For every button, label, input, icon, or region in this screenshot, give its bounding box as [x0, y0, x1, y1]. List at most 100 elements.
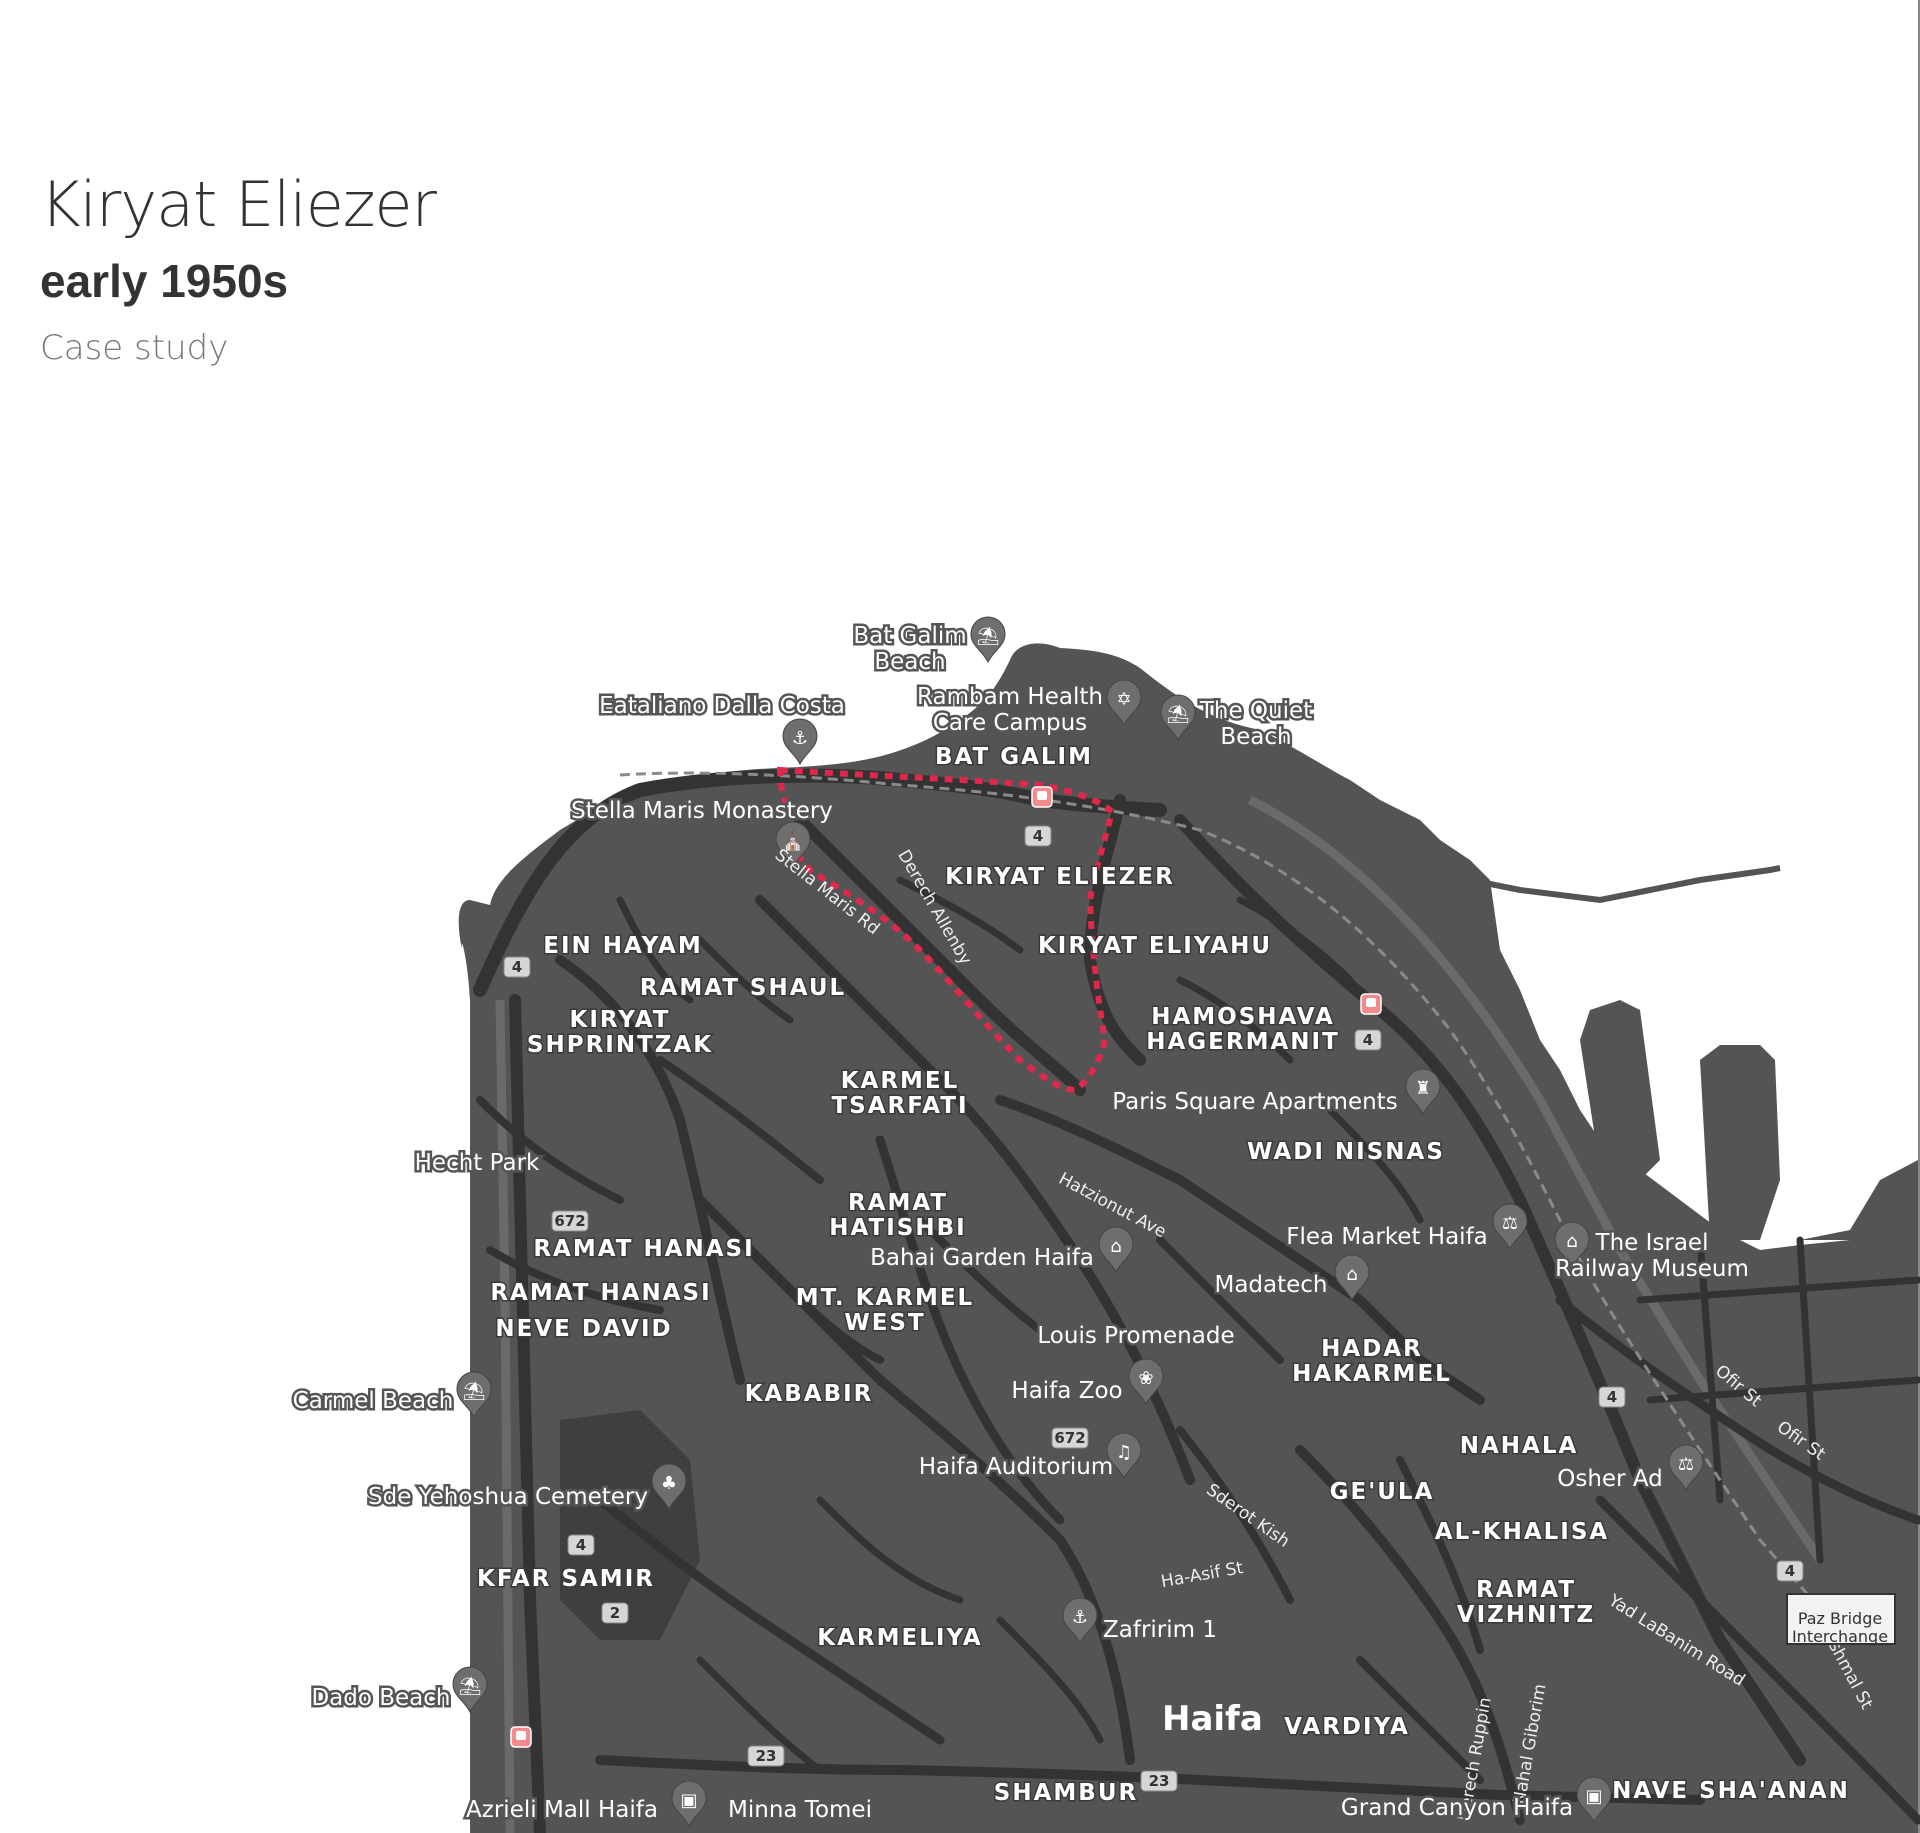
svg-text:⌂: ⌂: [1346, 1264, 1357, 1285]
svg-text:4: 4: [1363, 1031, 1373, 1049]
header: Kiryat Eliezer early 1950s Case study: [40, 168, 437, 369]
poi-label-azrieli-mall[interactable]: Azrieli Mall Haifa: [464, 1795, 661, 1826]
poi-label-haifa-auditorium[interactable]: Haifa Auditorium: [916, 1452, 1116, 1483]
shopping-cart-icon[interactable]: ⚖: [1668, 1444, 1704, 1492]
museum-icon[interactable]: ⌂: [1334, 1254, 1370, 1302]
poi-label-stella-maris[interactable]: Stella Maris Monastery: [569, 796, 836, 827]
svg-text:▣: ▣: [1585, 1786, 1602, 1807]
shopping-bag-icon[interactable]: ▣: [671, 1780, 707, 1828]
poi-label-minna-tomei[interactable]: Minna Tomei: [726, 1795, 875, 1826]
beach-icon[interactable]: ⛱: [456, 1371, 492, 1419]
poi-label-dado-beach[interactable]: Dado Beach: [309, 1683, 453, 1714]
district-label-neve-david: NEVE DAVID: [495, 1316, 672, 1342]
train-station-icon[interactable]: [510, 1726, 532, 1748]
restaurant-icon[interactable]: ⚓: [1062, 1597, 1098, 1645]
railway-line: [619, 771, 1832, 1621]
temple-icon[interactable]: ⌂: [1098, 1226, 1134, 1274]
building-icon[interactable]: ♜: [1405, 1068, 1441, 1116]
poi-label-eataliano[interactable]: Eataliano Dalla Costa: [597, 691, 848, 722]
svg-text:⛪: ⛪: [782, 830, 804, 852]
poi-label-paris-square[interactable]: Paris Square Apartments: [1110, 1087, 1400, 1118]
restaurant-icon[interactable]: ⚓: [782, 718, 818, 766]
beach-icon[interactable]: ⛱: [1160, 694, 1196, 742]
district-label-geula: GE'ULA: [1330, 1479, 1435, 1505]
road-network: [473, 768, 1920, 1833]
poi-label-haifa-zoo[interactable]: Haifa Zoo: [1009, 1376, 1125, 1407]
district-label-al-khalisa: AL-KHALISA: [1435, 1519, 1609, 1545]
route-shield: 4: [1024, 825, 1052, 847]
svg-text:672: 672: [554, 1212, 585, 1230]
svg-text:⛱: ⛱: [459, 1676, 482, 1697]
shopping-cart-icon[interactable]: ⚖: [1492, 1203, 1528, 1251]
poi-label-bahai-garden[interactable]: Bahai Garden Haifa: [868, 1243, 1097, 1274]
route-shield: 4: [503, 956, 531, 978]
train-station-icon[interactable]: [1031, 786, 1053, 808]
svg-text:⚖: ⚖: [1502, 1213, 1518, 1234]
district-label-bat-galim: BAT GALIM: [935, 744, 1093, 770]
interchange-box: [1786, 1593, 1896, 1645]
page-edge-divider: [1918, 0, 1920, 1833]
beach-icon[interactable]: ⛱: [970, 616, 1006, 664]
train-station-icon[interactable]: [1360, 993, 1382, 1015]
district-label-ramat-hanasi-2: RAMAT HANASI: [490, 1280, 711, 1306]
district-label-karmeliya: KARMELIYA: [817, 1625, 982, 1651]
route-shield: 4: [567, 1534, 595, 1556]
poi-label-flea-market[interactable]: Flea Market Haifa: [1284, 1222, 1491, 1253]
tree-icon[interactable]: ♣: [651, 1463, 687, 1511]
district-label-nahala: NAHALA: [1460, 1433, 1579, 1459]
page-title: Kiryat Eliezer: [40, 168, 437, 241]
svg-text:♣: ♣: [661, 1473, 677, 1494]
poi-label-carmel-beach[interactable]: Carmel Beach: [290, 1386, 456, 1417]
svg-text:672: 672: [1054, 1429, 1085, 1447]
svg-text:4: 4: [512, 958, 522, 976]
music-icon[interactable]: ♫: [1106, 1432, 1142, 1480]
route-shield: 4: [1354, 1029, 1382, 1051]
svg-text:▣: ▣: [680, 1790, 697, 1811]
svg-text:✡: ✡: [1116, 689, 1131, 710]
svg-text:⛱: ⛱: [1167, 704, 1190, 725]
district-label-nave-shaanan: NAVE SHA'ANAN: [1612, 1778, 1850, 1804]
paw-icon[interactable]: ❀: [1128, 1358, 1164, 1406]
poi-label-grand-canyon[interactable]: Grand Canyon Haifa: [1338, 1793, 1575, 1824]
map-icons: ⛱ ⚓ ✡ ⛱ ⛪ ♜ ⚖ ⌂ ⌂ ⌂ ❀ ⛱ ♫ ⚖ ♣ ⚓ ⛱ ▣ ▣: [452, 616, 1704, 1828]
svg-text:♜: ♜: [1415, 1078, 1431, 1099]
svg-text:♫: ♫: [1116, 1442, 1132, 1463]
poi-label-hecht-park[interactable]: Hecht Park: [412, 1148, 542, 1179]
poi-label-osher-ad[interactable]: Osher Ad: [1555, 1464, 1666, 1495]
route-shield: 23: [1140, 1770, 1178, 1792]
svg-text:23: 23: [1149, 1772, 1170, 1790]
church-icon[interactable]: ⛪: [775, 821, 811, 869]
beach-icon[interactable]: ⛱: [452, 1666, 488, 1714]
poi-label-zafririm[interactable]: Zafririm 1: [1101, 1615, 1220, 1646]
svg-text:⛱: ⛱: [463, 1381, 486, 1402]
district-label-ramat-shaul: RAMAT SHAUL: [640, 975, 846, 1001]
svg-text:4: 4: [1785, 1562, 1795, 1580]
district-label-vardiya: VARDIYA: [1284, 1714, 1410, 1740]
star-of-david-icon[interactable]: ✡: [1106, 679, 1142, 727]
svg-text:4: 4: [1033, 827, 1043, 845]
port-pier: [1760, 1160, 1918, 1240]
poi-label-sde-yehoshua[interactable]: Sde Yehoshua Cemetery: [366, 1482, 651, 1513]
museum-icon[interactable]: ⌂: [1554, 1221, 1590, 1269]
land-mass: [458, 643, 1919, 1833]
svg-text:2: 2: [610, 1604, 620, 1622]
port-pier: [1700, 1045, 1780, 1240]
poi-label-madatech[interactable]: Madatech: [1212, 1270, 1330, 1301]
shopping-bag-icon[interactable]: ▣: [1576, 1776, 1612, 1824]
poi-label-louis-promenade[interactable]: Louis Promenade: [1035, 1321, 1237, 1352]
route-shield: 23: [747, 1745, 785, 1767]
